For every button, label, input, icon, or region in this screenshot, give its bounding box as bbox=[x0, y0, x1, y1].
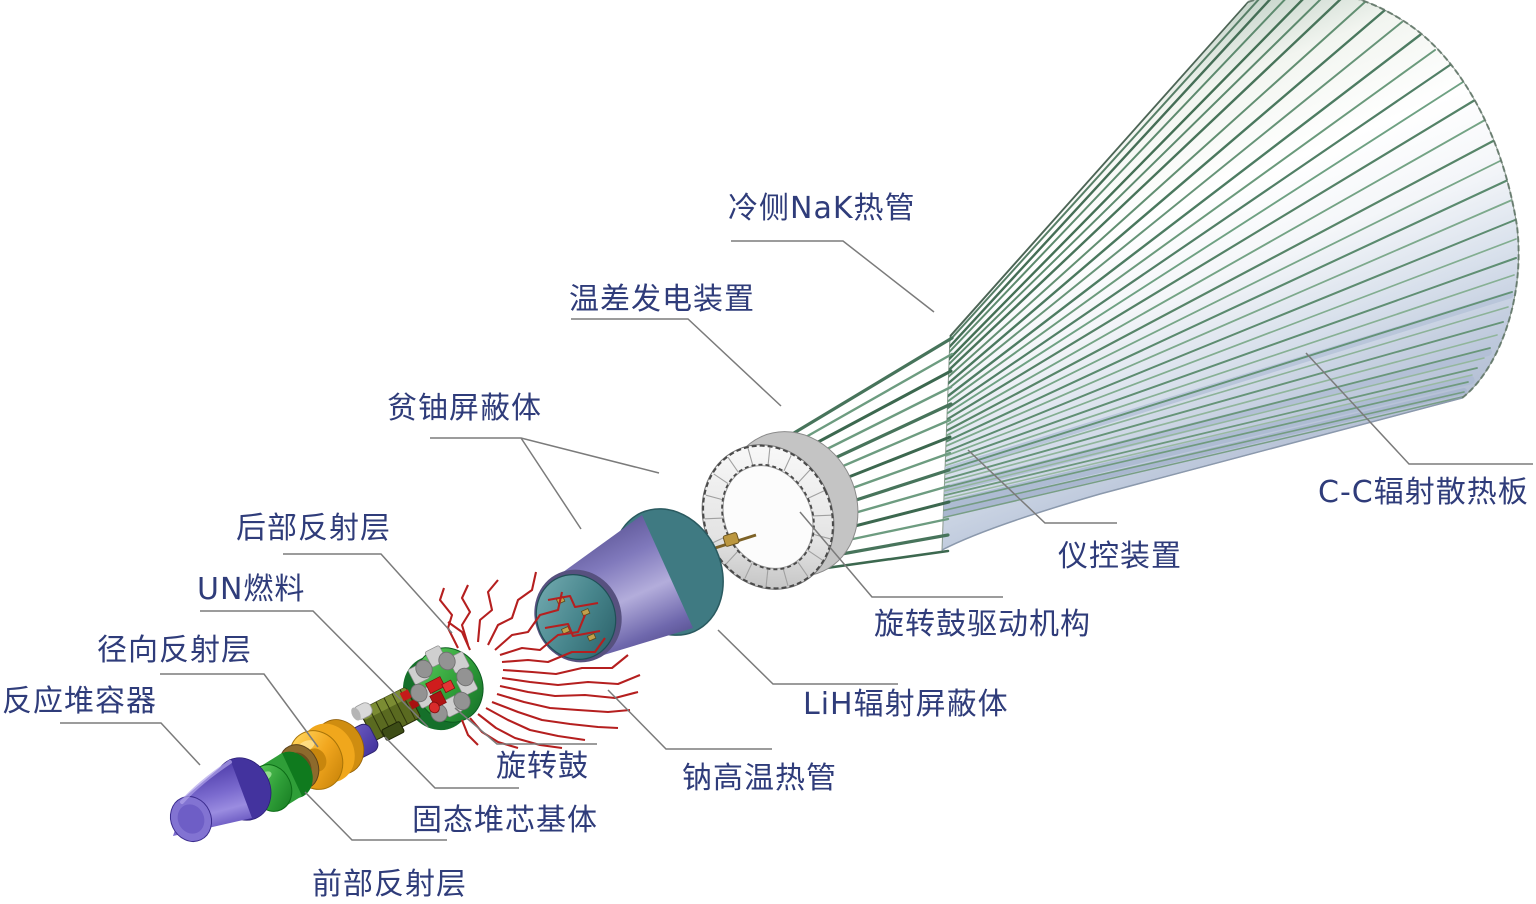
ring-segment-ticks bbox=[704, 447, 832, 587]
label-un-fuel: UN燃料 bbox=[197, 572, 306, 607]
leader-instrumentation-control bbox=[967, 449, 1117, 524]
leader-rear-reflector bbox=[283, 553, 453, 634]
label-rotating-drum: 旋转鼓 bbox=[496, 749, 589, 784]
label-rear-reflector: 后部反射层 bbox=[236, 511, 391, 546]
lih-shield bbox=[534, 508, 724, 663]
label-depleted-uranium-shield: 贫铀屏蔽体 bbox=[387, 391, 542, 426]
un-fuel-elements bbox=[425, 676, 456, 714]
reactor-vessel-body bbox=[169, 757, 272, 842]
cone-bottom-edge bbox=[941, 397, 1463, 551]
label-thermoelectric-generator: 温差发电装置 bbox=[569, 282, 755, 317]
coupling-rod bbox=[381, 721, 405, 741]
radiator-cone bbox=[941, 0, 1520, 551]
leader-front-reflector bbox=[304, 791, 447, 841]
leader-sodium-heat-pipe bbox=[607, 689, 772, 750]
leader-cold-side-nak-heat-pipe bbox=[731, 240, 935, 313]
leader-rotating-drum bbox=[454, 707, 597, 745]
label-solid-core-matrix: 固态堆芯基体 bbox=[412, 803, 598, 838]
te-converter-ring bbox=[665, 431, 859, 590]
small-gray-cylinder bbox=[351, 702, 373, 721]
cone-top-edge bbox=[949, 1, 1249, 337]
leader-depleted-uranium-shield bbox=[430, 437, 660, 530]
label-lih-radiation-shield: LiH辐射屏蔽体 bbox=[803, 687, 1009, 722]
cone-rim-edge bbox=[1247, 0, 1520, 399]
label-instrumentation-control: 仪控装置 bbox=[1058, 539, 1182, 574]
label-radial-reflector: 径向反射层 bbox=[97, 633, 252, 668]
cone-stripes bbox=[942, 0, 1517, 527]
label-drum-drive-mechanism: 旋转鼓驱动机构 bbox=[874, 607, 1091, 642]
label-cc-radiator-panel: C-C辐射散热板 bbox=[1318, 475, 1529, 510]
label-cold-side-nak-heat-pipe: 冷侧NaK热管 bbox=[728, 191, 916, 226]
leader-cc-radiator-panel bbox=[1305, 352, 1533, 465]
leader-radial-reflector bbox=[160, 673, 319, 748]
leader-thermoelectric-generator bbox=[571, 318, 782, 407]
label-front-reflector: 前部反射层 bbox=[312, 867, 467, 902]
label-sodium-heat-pipe: 钠高温热管 bbox=[682, 761, 837, 796]
leader-drum-drive-mechanism bbox=[799, 511, 1003, 598]
control-drums bbox=[408, 645, 478, 723]
leader-solid-core-matrix bbox=[384, 736, 519, 789]
leader-lih-radiation-shield bbox=[717, 629, 898, 685]
label-reactor-vessel: 反应堆容器 bbox=[2, 684, 157, 719]
leader-un-fuel bbox=[200, 610, 429, 728]
leader-reactor-vessel bbox=[60, 722, 201, 766]
na-heat-pipe-mesh bbox=[438, 571, 641, 750]
leader-lines bbox=[60, 240, 1533, 841]
